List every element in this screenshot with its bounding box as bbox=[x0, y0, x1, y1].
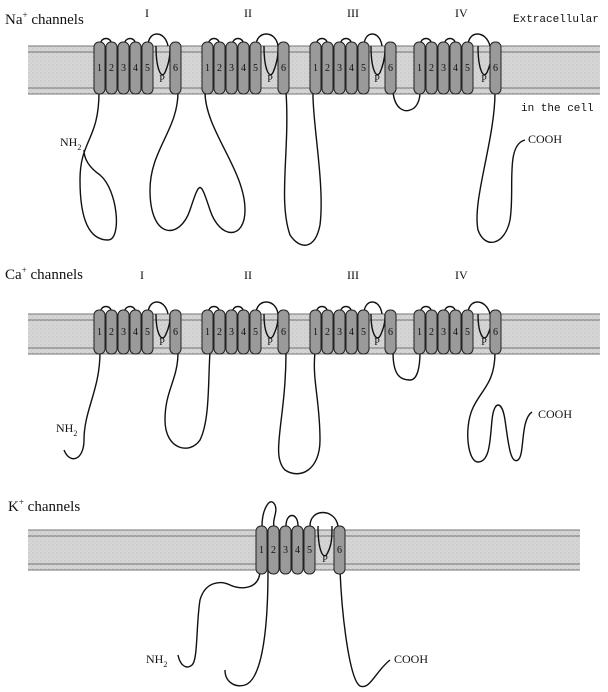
na-n-terminus-loop bbox=[80, 92, 116, 240]
ca-domain-label: II bbox=[244, 268, 252, 282]
segment-number: 1 bbox=[97, 327, 102, 338]
pore-label: P bbox=[267, 337, 273, 348]
k-c-terminus-loop bbox=[340, 570, 390, 687]
segment-number: 1 bbox=[259, 545, 264, 556]
segment-number: 6 bbox=[493, 63, 498, 74]
segment-number: 3 bbox=[441, 327, 446, 338]
ca-channel-panel: Ca+ channels I II III IV bbox=[5, 265, 600, 474]
na-domain-label: II bbox=[244, 6, 252, 20]
segment-number: 2 bbox=[217, 327, 222, 338]
intracellular-label: in the cell bbox=[521, 103, 594, 115]
ca-domain-label: III bbox=[347, 268, 359, 282]
segment-number: 4 bbox=[349, 327, 354, 338]
na-domain-label: I bbox=[145, 6, 149, 20]
segment-number: 5 bbox=[145, 63, 150, 74]
segment-number: 1 bbox=[97, 63, 102, 74]
ca-domain-label: I bbox=[140, 268, 144, 282]
pore-label: P bbox=[159, 74, 165, 85]
segment-number: 1 bbox=[417, 327, 422, 338]
pore-label: P bbox=[159, 337, 165, 348]
segment-number: 3 bbox=[441, 63, 446, 74]
pore-label: P bbox=[267, 74, 273, 85]
segment-number: 5 bbox=[361, 327, 366, 338]
segment-number: 6 bbox=[173, 63, 178, 74]
segment-number: 4 bbox=[453, 63, 458, 74]
pore-label: P bbox=[374, 74, 380, 85]
segment-number: 4 bbox=[453, 327, 458, 338]
segment-number: 2 bbox=[271, 545, 276, 556]
segment-number: 3 bbox=[121, 63, 126, 74]
segment-number: 6 bbox=[281, 327, 286, 338]
segment-number: 5 bbox=[253, 63, 258, 74]
segment-number: 2 bbox=[325, 63, 330, 74]
ca-linker-iii-iv bbox=[393, 352, 420, 380]
k-n-terminus-label: NH2 bbox=[146, 652, 167, 669]
segment-number: 4 bbox=[349, 63, 354, 74]
segment-number: 5 bbox=[465, 327, 470, 338]
ca-channel-title: Ca+ channels bbox=[5, 265, 83, 283]
segment-number: 1 bbox=[313, 63, 318, 74]
segment-number: 2 bbox=[109, 327, 114, 338]
k-n-terminus-loop bbox=[178, 570, 260, 667]
na-domain-label: IV bbox=[455, 6, 468, 20]
extracellular-label: Extracellular bbox=[513, 14, 599, 26]
segment-number: 5 bbox=[253, 327, 258, 338]
segment-number: 4 bbox=[133, 327, 138, 338]
k-channel-title: K+ channels bbox=[8, 497, 80, 515]
segment-number: 1 bbox=[205, 327, 210, 338]
segment-number: 4 bbox=[241, 327, 246, 338]
segment-number: 5 bbox=[465, 63, 470, 74]
segment-number: 1 bbox=[417, 63, 422, 74]
segment-number: 2 bbox=[429, 327, 434, 338]
segment-number: 2 bbox=[325, 327, 330, 338]
segment-number: 1 bbox=[313, 327, 318, 338]
na-c-terminus-loop bbox=[477, 92, 525, 242]
segment-number: 6 bbox=[337, 545, 342, 556]
ca-c-terminus-label: COOH bbox=[538, 407, 572, 421]
pore-label: P bbox=[481, 337, 487, 348]
na-channel-panel: Na+ channels Extracellular in the cell I… bbox=[5, 6, 600, 245]
segment-number: 5 bbox=[145, 327, 150, 338]
segment-number: 1 bbox=[205, 63, 210, 74]
segment-number: 4 bbox=[295, 545, 300, 556]
ca-n-terminus-loop bbox=[64, 352, 100, 459]
ca-n-terminus-label: NH2 bbox=[56, 421, 77, 438]
segment-number: 2 bbox=[217, 63, 222, 74]
segment-number: 3 bbox=[121, 327, 126, 338]
na-linker-i-ii bbox=[150, 92, 245, 233]
segment-number: 3 bbox=[229, 327, 234, 338]
segment-number: 3 bbox=[337, 63, 342, 74]
segment-number: 5 bbox=[361, 63, 366, 74]
pore-label: P bbox=[481, 74, 487, 85]
segment-number: 4 bbox=[241, 63, 246, 74]
k-c-terminus-label: COOH bbox=[394, 652, 428, 666]
ca-c-terminus-loop bbox=[468, 352, 532, 462]
ca-linker-i-ii bbox=[165, 352, 210, 448]
na-c-terminus-label: COOH bbox=[528, 132, 562, 146]
segment-number: 3 bbox=[337, 327, 342, 338]
ca-linker-ii-iii bbox=[279, 352, 320, 474]
na-linker-iii-iv bbox=[393, 92, 420, 111]
segment-number: 3 bbox=[283, 545, 288, 556]
k-extracellular-loops bbox=[262, 502, 338, 526]
na-channel-title: Na+ channels bbox=[5, 10, 84, 28]
segment-number: 6 bbox=[388, 327, 393, 338]
segment-number: 6 bbox=[281, 63, 286, 74]
segment-number: 6 bbox=[173, 327, 178, 338]
ca-domain-label: IV bbox=[455, 268, 468, 282]
segment-number: 6 bbox=[493, 327, 498, 338]
segment-number: 4 bbox=[133, 63, 138, 74]
na-n-terminus-label: NH2 bbox=[60, 135, 81, 152]
na-domain-label: III bbox=[347, 6, 359, 20]
segment-number: 6 bbox=[388, 63, 393, 74]
segment-number: 2 bbox=[109, 63, 114, 74]
segment-number: 2 bbox=[429, 63, 434, 74]
na-linker-ii-iii bbox=[285, 92, 322, 245]
segment-number: 5 bbox=[307, 545, 312, 556]
pore-label: P bbox=[374, 337, 380, 348]
segment-number: 3 bbox=[229, 63, 234, 74]
pore-label: P bbox=[322, 554, 328, 565]
k-channel-panel: K+ channels 1 2 3 4 5 6 P NH2 COOH bbox=[8, 497, 580, 687]
